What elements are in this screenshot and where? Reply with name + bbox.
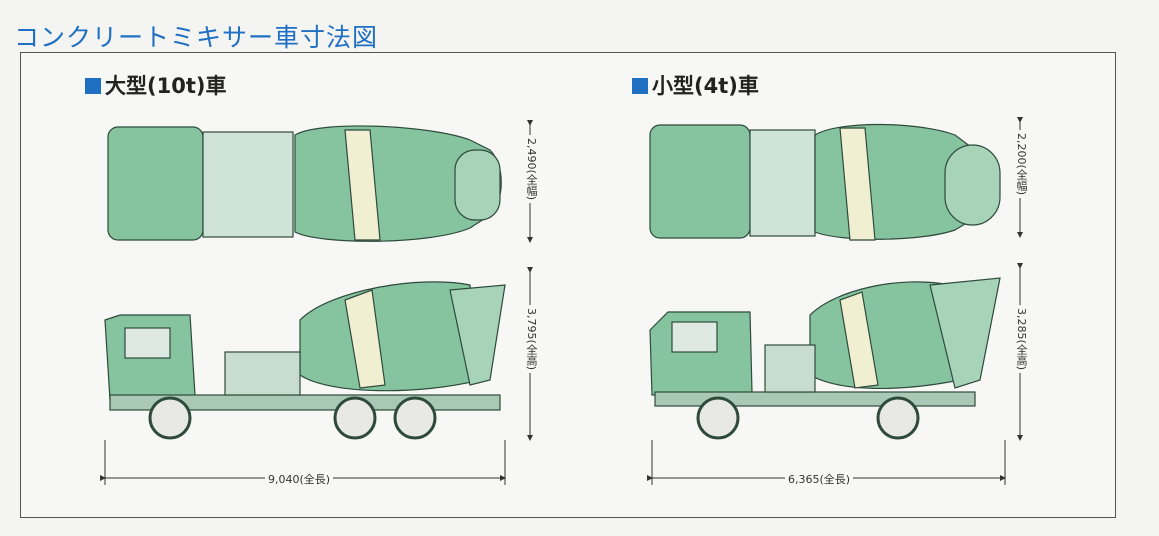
blue-square-icon: [632, 78, 648, 94]
small-height-dimension: 3,285(全高): [1013, 305, 1029, 374]
large-width-dimension: 2,490(全幅): [523, 135, 539, 204]
blue-square-icon: [85, 78, 101, 94]
small-truck-heading: 小型(4t)車: [632, 70, 759, 100]
large-length-dimension: 9,040(全長): [265, 471, 334, 487]
large-height-dimension: 3,795(全高): [523, 305, 539, 374]
small-length-dimension: 6,365(全長): [785, 471, 854, 487]
page-title: コンクリートミキサー車寸法図: [14, 23, 379, 52]
large-truck-heading: 大型(10t)車: [85, 70, 226, 100]
small-truck-top-view: [649, 123, 1001, 241]
large-truck-side-view: [104, 281, 506, 440]
large-truck-top-view: [107, 125, 502, 242]
small-truck-side-view: [649, 277, 1001, 440]
large-truck-label: 大型(10t)車: [105, 74, 227, 98]
small-width-dimension: 2,200(全幅): [1013, 130, 1029, 199]
small-truck-label: 小型(4t)車: [652, 74, 759, 98]
